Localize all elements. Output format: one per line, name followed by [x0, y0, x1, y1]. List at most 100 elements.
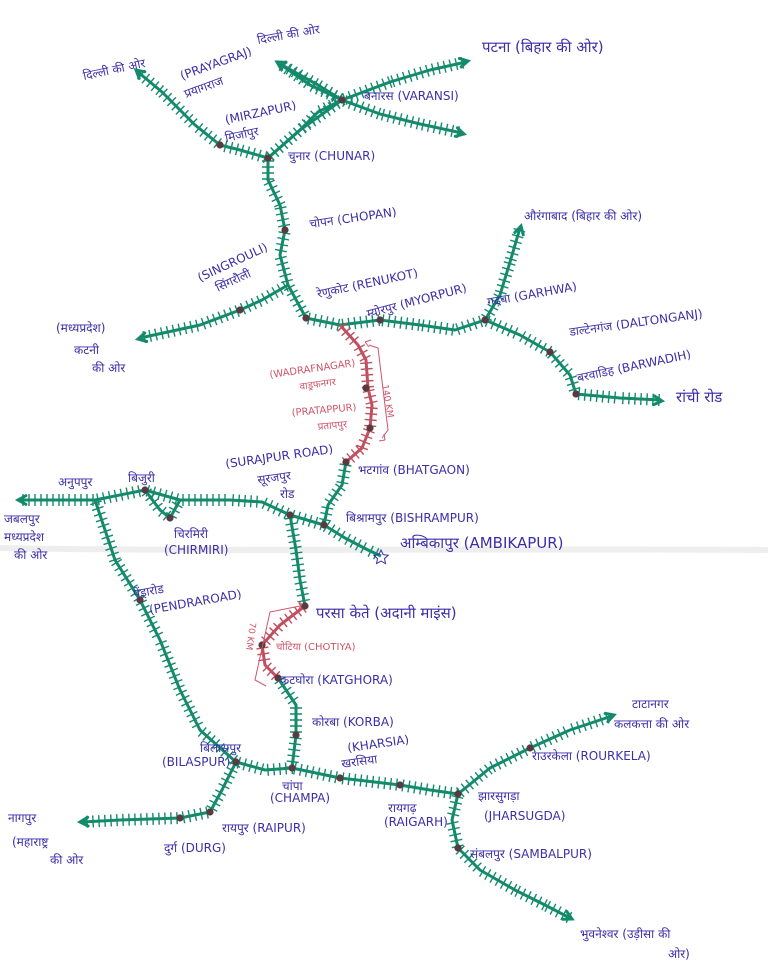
label-katni-1: (मध्यप्रदेश): [56, 321, 105, 335]
label-korba: कोरबा (KORBA): [312, 715, 394, 729]
dot-katghora: [274, 674, 282, 682]
anuppur-bilaspur-line: [93, 499, 237, 764]
arrow-delhi-left-icon: [133, 67, 147, 80]
distance-bracket-bottom: [254, 600, 303, 687]
distance-bracket-top: [364, 339, 389, 442]
label-garhwa: गढ़वा (GARHWA): [486, 279, 578, 309]
label-bhubaneswar-2: ओर): [668, 947, 690, 961]
arrow-east-icon: [453, 126, 468, 138]
dot-surajpur: [286, 511, 294, 519]
label-chopan: चोपन (CHOPAN): [308, 205, 397, 231]
bhatgaon-bishrampur-line: [322, 461, 348, 526]
arrow-aurangabad-icon: [513, 222, 525, 237]
label-anuppur: अनुपपुर: [58, 475, 93, 490]
label-durg: दुर्ग (DURG): [164, 841, 226, 856]
direction-arrows: [14, 56, 666, 921]
label-tatanagar-1: टाटानगर: [632, 697, 670, 711]
label-katghora: कटघोरा (KATGHORA): [280, 673, 393, 687]
dot-champa: [288, 764, 296, 772]
label-nagpur-2: (महाराष्ट्र: [12, 835, 49, 849]
label-jabalpur-1: जबलपुर: [4, 512, 41, 527]
dot-mirzapur: [216, 141, 224, 149]
dot-garhwa: [481, 316, 489, 324]
dot-myorpur: [376, 316, 384, 324]
label-bhatgaon: भटगांव (BHATGAON): [358, 463, 470, 477]
label-ambikapur: अम्बिकापुर (AMBIKAPUR): [400, 534, 564, 553]
label-chirmiri-hi: चिरमिरी: [174, 527, 209, 541]
distance-label-top: 140 KM: [379, 384, 395, 419]
arrow-jabalpur-icon: [14, 494, 28, 506]
chunar-chopan-line-ties: [262, 160, 293, 284]
surajpur-parsa-line-ties: [284, 516, 311, 603]
label-ranchi: रांची रोड: [676, 388, 723, 406]
label-surajpur-en: (SURAJPUR ROAD): [224, 442, 333, 471]
label-rourkela: राउरकेला (ROURKELA): [532, 749, 651, 763]
label-jharsuguda-hi: झारसुगड़ा: [478, 789, 520, 804]
label-pratappur-en: (PRATAPPUR): [291, 402, 357, 419]
dot-rourkela: [526, 744, 534, 752]
dot-chopan: [281, 226, 289, 234]
arrow-tatanagar-icon: [603, 711, 617, 724]
label-surajpur-road: रोड: [280, 487, 295, 501]
label-parsa: परसा केते (अदानी माइंस): [316, 604, 457, 622]
dot-parsa: [301, 602, 309, 610]
arrow-patna-icon: [457, 56, 472, 69]
dot-chirmiri: [166, 514, 174, 522]
label-wadrafnagar-hi: वाड्रफनगर: [299, 377, 338, 393]
delhi-west-line: [137, 70, 269, 160]
renukot-garhwa-line-ties: [283, 284, 484, 336]
dot-wadrafnagar: [362, 384, 370, 392]
varanasi-east-line: [279, 62, 463, 135]
label-chotiya: चोटिया (CHOTIYA): [276, 641, 356, 653]
dot-korba: [292, 731, 300, 739]
label-raigarh-en: (RAIGARH): [384, 815, 448, 829]
dot-raigarh: [396, 781, 404, 789]
dot-pratappur: [366, 424, 374, 432]
arrow-ranchi-icon: [652, 394, 666, 407]
dot-daltonganj: [546, 348, 554, 356]
arrow-katni-icon: [134, 331, 149, 343]
dot-barwadih: [572, 390, 580, 398]
label-jabalpur-2: मध्यप्रदेश: [4, 530, 45, 544]
singrauli-katni-line: [139, 283, 289, 340]
arrow-nagpur-icon: [76, 815, 90, 828]
label-mirzapur-hi: मिर्जापुर: [224, 124, 261, 146]
label-raigarh-hi: रायगढ़: [388, 801, 417, 815]
label-delhi-right: दिल्ली की ओर: [256, 22, 322, 47]
dot-bilaspur: [232, 758, 240, 766]
label-sambalpur: संबलपुर (SAMBALPUR): [470, 847, 592, 862]
dot-durg: [176, 814, 184, 822]
anuppur-bilaspur-line-ties: [90, 500, 239, 765]
label-kharsia-en: (KHARSIA): [346, 732, 410, 755]
label-barwadih: बरवाडिह (BARWADIH): [576, 347, 693, 385]
chirmiri-spur: [143, 489, 182, 520]
label-champa-en: (CHAMPA): [270, 791, 330, 805]
ambikapur-star-icon: [372, 548, 390, 565]
label-katni-2: कटनी: [74, 343, 100, 357]
label-surajpur-hi: सूरजपुर: [256, 468, 292, 488]
katghora-champa-line: [276, 677, 298, 769]
dot-kharsia: [336, 774, 344, 782]
label-bilaspur-en: (BILASPUR): [162, 755, 230, 769]
label-patna: पटना (बिहार की ओर): [482, 38, 604, 56]
label-aurangabad: औरंगाबाद (बिहार की ओर): [524, 209, 642, 223]
label-kharsia-hi: खरसिया: [340, 752, 378, 771]
dot-chunar: [264, 154, 272, 162]
label-wadrafnagar-en: (WADRAFNAGAR): [269, 358, 356, 381]
arrow-bhubaneswar-icon: [561, 910, 575, 921]
dot-sambalpur: [454, 844, 462, 852]
dot-chotiya: [258, 641, 266, 649]
garhwa-ranchi-line: [484, 318, 661, 402]
dot-renukot: [302, 314, 310, 322]
dot-bhatgaon: [342, 458, 350, 466]
dot-varanasi: [338, 96, 346, 104]
rail-tracks: [20, 56, 661, 924]
label-chirmiri-en: (CHIRMIRI): [164, 543, 228, 557]
label-bijuri: बिजुरी: [128, 471, 156, 486]
arrow-delhi-right-icon: [274, 60, 288, 72]
anuppur-bishrampur-line-ties: [22, 484, 325, 531]
station-dots: [136, 96, 580, 852]
label-tatanagar-2: कलकत्ता की ओर: [614, 717, 690, 731]
label-nagpur-1: नागपुर: [8, 811, 37, 826]
